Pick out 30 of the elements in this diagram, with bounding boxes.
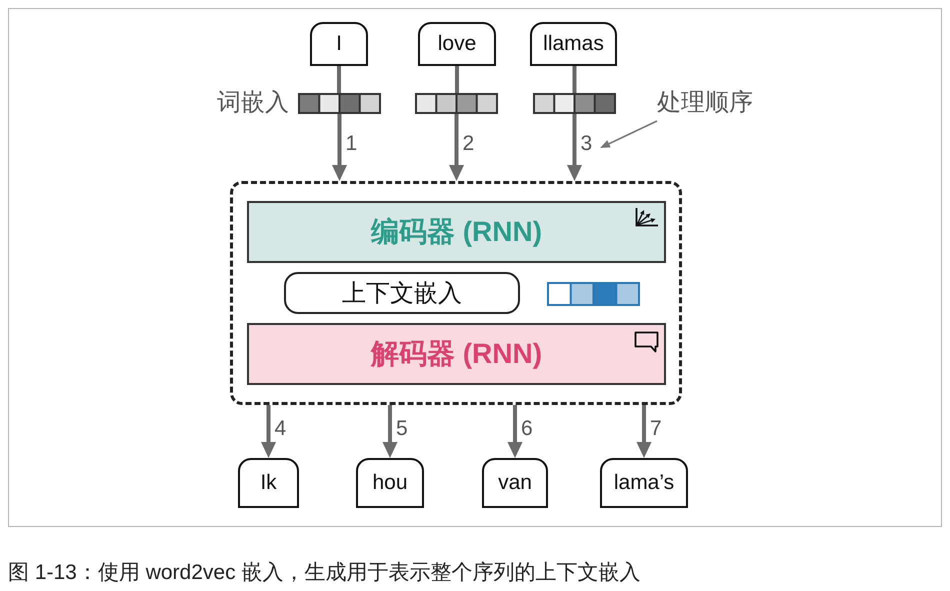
arrow [261, 405, 276, 458]
leader-arrow [600, 120, 658, 148]
context-embedding-box: 上下文嵌入 [284, 272, 520, 314]
token-box: lama’s [600, 458, 688, 508]
embedding-vector [533, 93, 616, 114]
embedding-vector [298, 93, 381, 114]
token-box: I [310, 22, 368, 66]
connector-line [572, 66, 576, 93]
embedding-vector [415, 93, 498, 114]
token-box: van [482, 458, 548, 508]
figure-caption: 图 1-13：使用 word2vec 嵌入，生成用于表示整个序列的上下文嵌入 [8, 560, 640, 586]
arrow [636, 405, 652, 458]
arrow [567, 114, 582, 181]
arrow [382, 405, 398, 458]
encoder-box [247, 201, 666, 263]
token-box: love [418, 22, 496, 66]
arrow [449, 114, 464, 181]
token-box: hou [356, 458, 424, 508]
dashed-container [230, 181, 682, 405]
token-box: Ik [238, 458, 299, 508]
encoder-label: 编码器 (RNN) [370, 215, 542, 249]
connector-line [455, 66, 459, 93]
decoder-box [247, 323, 666, 385]
token-box: llamas [530, 22, 617, 66]
row-label: 词嵌入 [217, 88, 289, 118]
annotation-text: 处理顺序 [657, 88, 753, 118]
decoder-label: 解码器 (RNN) [370, 337, 542, 371]
arrow [508, 405, 522, 458]
connector-line [337, 66, 341, 93]
arrow [332, 114, 347, 181]
